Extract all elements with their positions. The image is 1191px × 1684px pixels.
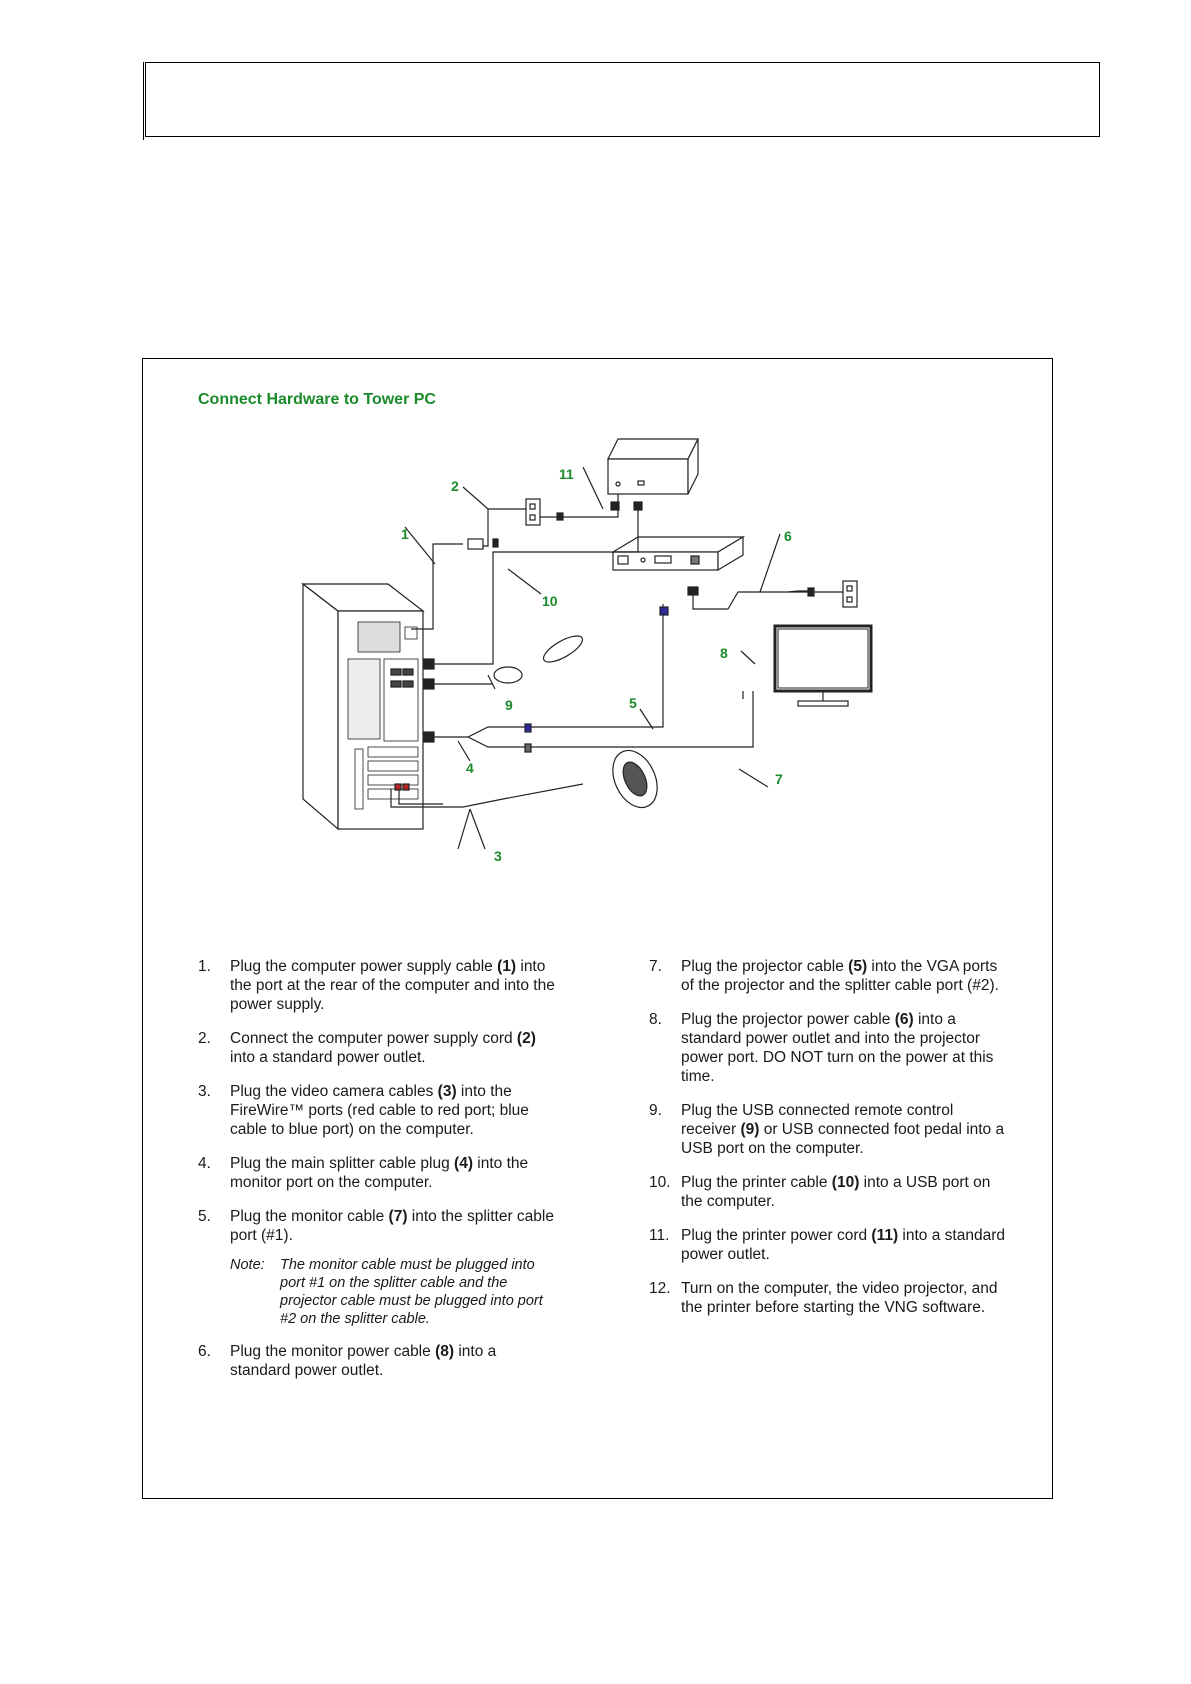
callout-4: 4 [466, 760, 474, 776]
callout-6: 6 [784, 528, 792, 544]
note: Note: The monitor cable must be plugged … [230, 1256, 558, 1328]
list-item: 8. Plug the projector power cable (6) in… [649, 1010, 1009, 1086]
remote-control [542, 635, 584, 663]
callout-5: 5 [629, 695, 637, 711]
step-text: into a standard power outlet and into th… [681, 1011, 994, 1085]
callout-2: 2 [451, 478, 459, 494]
list-item: 6. Plug the monitor power cable (8) into… [198, 1342, 558, 1380]
step-ref: (5) [848, 958, 868, 975]
step-text: Plug the main splitter cable plug [230, 1155, 455, 1172]
callout-9: 9 [505, 697, 513, 713]
callout-leaders [404, 466, 781, 850]
step-ref: (6) [894, 1011, 914, 1028]
step-number: 6. [198, 1343, 211, 1360]
step-ref: (11) [871, 1227, 899, 1244]
callout-11: 11 [559, 466, 574, 482]
step-number: 7. [649, 958, 662, 975]
tower-pc [301, 582, 425, 831]
step-text: Plug the printer cable [681, 1174, 832, 1191]
callout-8: 8 [720, 645, 728, 661]
step-text: into the port at the rear of the compute… [230, 958, 555, 1013]
step-text: Plug the USB connected remote control re… [681, 1102, 954, 1138]
step-number: 11. [649, 1227, 670, 1244]
step-number: 1. [198, 958, 211, 975]
callout-7: 7 [775, 771, 783, 787]
list-item: 2. Connect the computer power supply cor… [198, 1029, 558, 1067]
step-text: into a standard power outlet. [230, 1343, 497, 1379]
step-text: into the VGA ports of the projector and … [681, 958, 999, 994]
steps-left: 1. Plug the computer power supply cable … [198, 957, 558, 1395]
step-number: 10. [649, 1174, 671, 1191]
power-outlets [525, 498, 858, 608]
list-item: 4. Plug the main splitter cable plug (4)… [198, 1154, 558, 1192]
step-number: 3. [198, 1083, 211, 1100]
step-number: 4. [198, 1155, 211, 1172]
step-text: into the monitor port on the computer. [230, 1155, 529, 1191]
step-ref: (2) [516, 1030, 536, 1047]
step-ref: (3) [437, 1083, 457, 1100]
step-number: 2. [198, 1030, 211, 1047]
list-item: 1. Plug the computer power supply cable … [198, 957, 558, 1014]
step-ref: (4) [454, 1155, 473, 1172]
list-item: 5. Plug the monitor cable (7) into the s… [198, 1207, 558, 1245]
step-text: into a standard power outlet. [230, 1049, 426, 1066]
cable-plugs [423, 501, 815, 753]
step-number: 12. [649, 1280, 671, 1297]
step-text: Plug the computer power supply cable [230, 958, 498, 975]
monitor [773, 624, 873, 707]
cables [390, 494, 843, 808]
step-ref: (9) [740, 1121, 760, 1138]
printer [607, 438, 699, 495]
step-text: Connect the computer power supply cord [230, 1030, 517, 1047]
step-text: Plug the monitor power cable [230, 1343, 436, 1360]
step-ref: (7) [388, 1208, 408, 1225]
step-text: Turn on the computer, the video projecto… [681, 1280, 998, 1316]
list-item: 12. Turn on the computer, the video proj… [649, 1279, 1009, 1317]
instruction-panel: Connect Hardware to Tower PC [142, 358, 1053, 1499]
step-text: into a standard power outlet. [681, 1227, 1005, 1263]
hardware-diagram: 1 2 3 4 5 6 7 8 9 10 11 [301, 438, 873, 864]
step-text: into a USB port on the computer. [681, 1174, 991, 1210]
step-number: 9. [649, 1102, 662, 1119]
callout-10: 10 [542, 593, 558, 609]
step-text: into the FireWire™ ports (red cable to r… [230, 1083, 529, 1138]
list-item: 7. Plug the projector cable (5) into the… [649, 957, 1009, 995]
list-item: 3. Plug the video camera cables (3) into… [198, 1082, 558, 1139]
step-ref: (1) [497, 958, 517, 975]
step-text: Plug the video camera cables [230, 1083, 438, 1100]
projector [610, 535, 746, 572]
step-ref: (8) [435, 1343, 455, 1360]
note-text: The monitor cable must be plugged into p… [280, 1257, 543, 1327]
panel-title: Connect Hardware to Tower PC [198, 391, 436, 408]
step-text: Plug the printer power cord [681, 1227, 872, 1244]
list-item: 9. Plug the USB connected remote control… [649, 1101, 1009, 1158]
step-text: or USB connected foot pedal into a USB p… [681, 1121, 1005, 1157]
step-text: Plug the projector cable [681, 958, 849, 975]
list-item: 10. Plug the printer cable (10) into a U… [649, 1173, 1009, 1211]
steps-right: 7. Plug the projector cable (5) into the… [649, 957, 1009, 1332]
step-ref: (10) [831, 1174, 860, 1191]
header-box-tick [143, 62, 146, 140]
step-text: into the splitter cable port (#1). [230, 1208, 554, 1244]
step-number: 5. [198, 1208, 211, 1225]
note-label: Note: [230, 1257, 265, 1273]
step-text: Plug the projector power cable [681, 1011, 895, 1028]
step-number: 8. [649, 1011, 662, 1028]
callout-1: 1 [401, 526, 409, 542]
video-camera-goggles [612, 749, 658, 809]
list-item: 11. Plug the printer power cord (11) int… [649, 1226, 1009, 1264]
step-text: Plug the monitor cable [230, 1208, 389, 1225]
header-box [145, 62, 1100, 137]
callout-3: 3 [494, 848, 502, 864]
